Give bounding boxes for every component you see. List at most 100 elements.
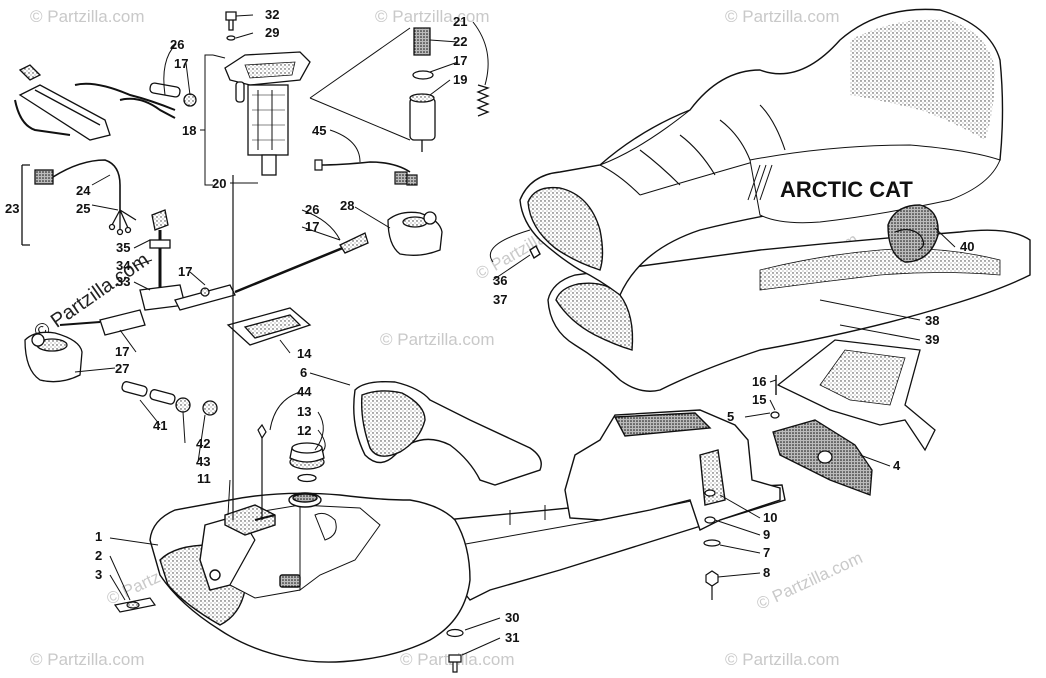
callout-19: 19 bbox=[453, 72, 467, 87]
callout-5: 5 bbox=[727, 409, 734, 424]
callout-34: 34 bbox=[116, 258, 131, 273]
filler-neck-mouth bbox=[292, 493, 318, 503]
watermark: © Partzilla.com bbox=[725, 7, 840, 26]
callout-32: 32 bbox=[265, 7, 279, 22]
callout-36: 36 bbox=[493, 273, 507, 288]
callout-6: 6 bbox=[300, 365, 307, 380]
nut bbox=[704, 489, 716, 497]
callout-35: 35 bbox=[116, 240, 130, 255]
callout-29: 29 bbox=[265, 25, 279, 40]
seat-side-panel bbox=[749, 144, 1001, 224]
callout-13: 13 bbox=[297, 404, 311, 419]
callout-4: 4 bbox=[893, 458, 901, 473]
callout-39: 39 bbox=[925, 332, 939, 347]
callout-17: 17 bbox=[305, 219, 319, 234]
seat-cushion-front-cavity bbox=[527, 186, 604, 271]
callout-17: 17 bbox=[178, 264, 192, 279]
callout-12: 12 bbox=[297, 423, 311, 438]
callout-16: 16 bbox=[752, 374, 766, 389]
callout-40: 40 bbox=[960, 239, 974, 254]
callout-26: 26 bbox=[170, 37, 184, 52]
rear-housing bbox=[564, 409, 781, 531]
callout-17: 17 bbox=[115, 344, 129, 359]
seat-quilting bbox=[599, 104, 786, 196]
callout-labels: 32 29 26 17 18 20 24 25 23 35 34 33 17 1… bbox=[5, 7, 974, 645]
callout-33: 33 bbox=[116, 274, 130, 289]
watermark: © Partzilla.com bbox=[30, 7, 145, 26]
gas-cap bbox=[289, 442, 325, 483]
seat-wire bbox=[894, 229, 925, 251]
fuel-tank-vent bbox=[279, 574, 301, 588]
seat-assembly bbox=[519, 8, 1031, 392]
callout-17: 17 bbox=[453, 53, 467, 68]
fuel-valve-lines bbox=[24, 209, 443, 383]
gas-cap-gasket bbox=[297, 473, 317, 483]
seat-clip bbox=[529, 244, 541, 260]
mounting-hardware bbox=[446, 489, 721, 673]
callout-42: 42 bbox=[196, 436, 210, 451]
callout-14: 14 bbox=[297, 346, 312, 361]
callout-30: 30 bbox=[505, 610, 519, 625]
callout-3: 3 bbox=[95, 567, 102, 582]
callout-28: 28 bbox=[340, 198, 354, 213]
rear-bracket bbox=[770, 339, 936, 496]
pump-washer bbox=[226, 35, 236, 41]
watermark: © Partzilla.com bbox=[380, 330, 495, 349]
callout-43: 43 bbox=[196, 454, 210, 469]
callout-38: 38 bbox=[925, 313, 939, 328]
callout-22: 22 bbox=[453, 34, 467, 49]
callout-37: 37 bbox=[493, 292, 507, 307]
rear-housing-opening bbox=[613, 412, 712, 437]
callout-23: 23 bbox=[5, 201, 19, 216]
callout-24: 24 bbox=[76, 183, 91, 198]
seat-base-cavity bbox=[555, 282, 634, 351]
callout-45: 45 bbox=[312, 123, 326, 138]
bolt-head bbox=[705, 570, 719, 587]
fuel-sender bbox=[232, 175, 276, 521]
gasket bbox=[226, 307, 312, 346]
watermark: © Partzilla.com bbox=[754, 548, 866, 614]
pump-connector bbox=[314, 159, 418, 186]
callout-1: 1 bbox=[95, 529, 102, 544]
callout-31: 31 bbox=[505, 630, 519, 645]
callout-8: 8 bbox=[763, 565, 770, 580]
callout-25: 25 bbox=[76, 201, 90, 216]
upper-fuel-lines bbox=[14, 64, 197, 141]
callout-27: 27 bbox=[115, 361, 129, 376]
console-assembly bbox=[149, 409, 786, 663]
bracket-washer bbox=[770, 411, 780, 419]
fuel-tank-grommet bbox=[209, 569, 221, 581]
tank-lip bbox=[314, 512, 337, 541]
brand-stripes bbox=[747, 164, 773, 201]
hose-clamps bbox=[121, 381, 218, 416]
pump-body bbox=[247, 84, 289, 156]
tank-strap bbox=[113, 597, 157, 613]
callout-17: 17 bbox=[174, 56, 188, 71]
callout-44: 44 bbox=[297, 384, 312, 399]
watermark: © Partzilla.com bbox=[30, 650, 145, 669]
bolt bbox=[448, 654, 462, 673]
callout-15: 15 bbox=[752, 392, 766, 407]
seat-access-hole bbox=[887, 204, 939, 263]
leader-lines bbox=[74, 14, 956, 656]
callout-26: 26 bbox=[305, 202, 319, 217]
washer bbox=[703, 539, 721, 547]
callout-11: 11 bbox=[197, 471, 211, 486]
watermark: © Partzilla.com bbox=[375, 7, 490, 26]
brand-logo: ARCTIC CAT bbox=[780, 177, 913, 202]
wiring-harness bbox=[21, 159, 137, 246]
dash-panel bbox=[353, 380, 542, 486]
bracket-ribs bbox=[819, 349, 906, 406]
pump-bolt bbox=[225, 11, 237, 31]
foam-block-hole bbox=[817, 450, 833, 464]
watermark: © Partzilla.com bbox=[725, 650, 840, 669]
callout-18: 18 bbox=[182, 123, 196, 138]
callout-7: 7 bbox=[763, 545, 770, 560]
seat-side-stipple bbox=[850, 19, 995, 140]
pump-filter bbox=[261, 154, 277, 176]
callout-20: 20 bbox=[212, 176, 226, 191]
callout-10: 10 bbox=[763, 510, 777, 525]
fuel-pump-motor bbox=[409, 27, 490, 152]
